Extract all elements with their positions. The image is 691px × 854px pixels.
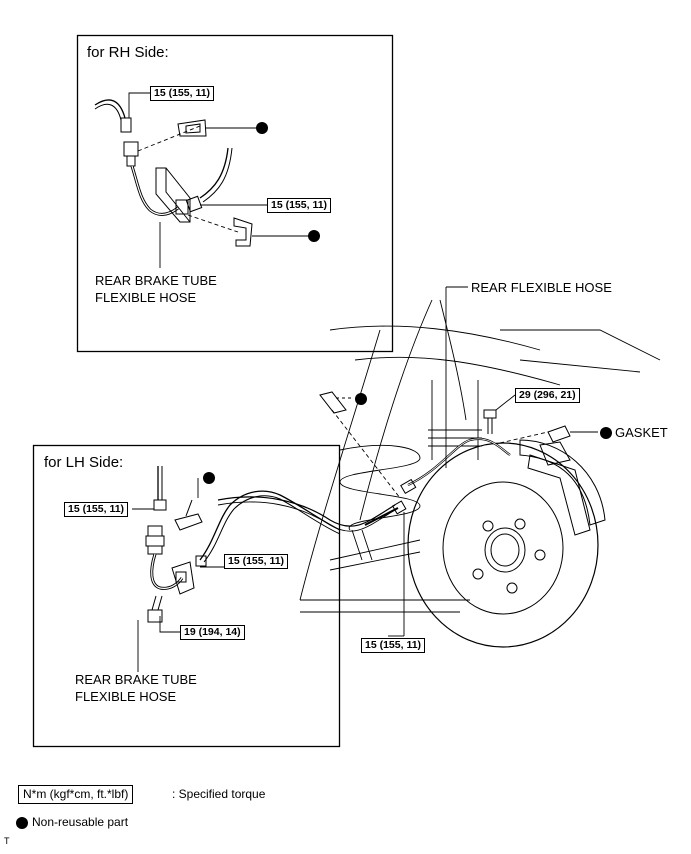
- lh-panel-title: for LH Side:: [44, 454, 124, 471]
- corner-mark: T: [4, 836, 10, 846]
- main-leaders: [331, 286, 598, 637]
- rear-flexible-hose-main: [319, 391, 571, 526]
- rh-inset-drawing: [94, 99, 253, 247]
- lh-torque-upper: 15 (155, 11): [64, 502, 129, 517]
- rh-hose-label-line2: FLEXIBLE HOSE: [95, 290, 197, 305]
- main-nonreusable-dot-clip: [355, 393, 367, 405]
- legend-torque-units: N*m (kgf*cm, ft.*lbf): [18, 785, 134, 804]
- brake-disc-assembly: [407, 439, 606, 648]
- lh-torque-bolt: 19 (194, 14): [180, 625, 245, 640]
- rh-leaders: [128, 92, 308, 268]
- legend-nonreusable-dot: [16, 817, 28, 829]
- lh-hose-label-line1: REAR BRAKE TUBE: [75, 672, 197, 687]
- rh-nonreusable-dot-lower: [308, 230, 320, 242]
- main-torque-bolt: 29 (296, 21): [515, 388, 580, 403]
- rh-torque-lower: 15 (155, 11): [267, 198, 332, 213]
- main-nonreusable-dot-gasket: [600, 427, 612, 439]
- legend-torque-desc: : Specified torque: [172, 787, 266, 801]
- legend-nonreusable-desc: Non-reusable part: [32, 815, 129, 829]
- rh-hose-label-line1: REAR BRAKE TUBE: [95, 273, 217, 288]
- rh-panel-title: for RH Side:: [87, 44, 169, 61]
- rh-torque-upper: 15 (155, 11): [150, 86, 215, 101]
- rh-inset-frame: [76, 34, 394, 353]
- main-torque-lower: 15 (155, 11): [361, 638, 426, 653]
- gasket-label: GASKET: [615, 425, 668, 440]
- rh-nonreusable-dot-upper: [256, 122, 268, 134]
- lh-hose-label-line2: FLEXIBLE HOSE: [75, 689, 177, 704]
- rear-flexible-hose-label: REAR FLEXIBLE HOSE: [471, 280, 612, 295]
- lh-nonreusable-dot: [203, 472, 215, 484]
- lh-leaders: [132, 478, 224, 672]
- lh-torque-right: 15 (155, 11): [224, 554, 289, 569]
- lh-inset-frame: [32, 444, 341, 748]
- lh-inset-drawing: [145, 466, 341, 623]
